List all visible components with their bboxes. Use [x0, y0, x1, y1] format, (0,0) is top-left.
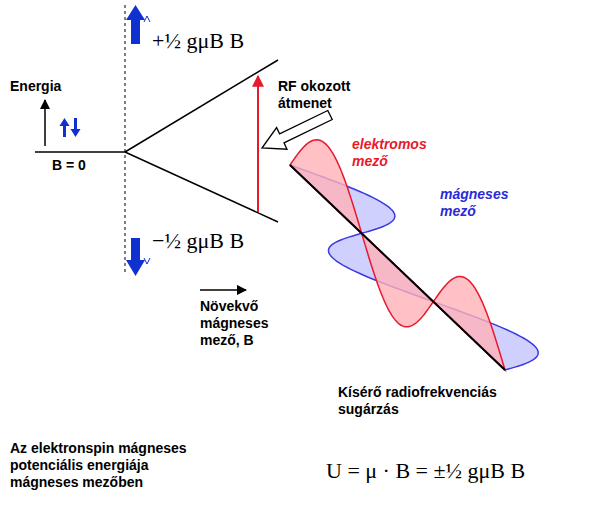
field-label: mágneses mező	[440, 186, 540, 220]
zero-field-level	[35, 151, 125, 153]
axis-label: Energia	[10, 78, 61, 95]
energy-formula: U = μ · B = ±½ gμB B	[326, 458, 525, 484]
spin-up-head	[60, 118, 70, 126]
energy-formula: +½ gμB B	[152, 28, 244, 54]
energy-formula: −½ gμB B	[152, 228, 244, 254]
upper-level	[125, 60, 278, 152]
spin-up-head	[126, 5, 145, 20]
spin-down-head	[71, 129, 81, 137]
rf-transition-arrow	[257, 76, 259, 212]
spin-tick	[144, 16, 150, 22]
field-direction-arrow	[200, 289, 246, 291]
spin-up-arrow	[126, 5, 150, 44]
axis-label: Növekvő mágneses mező, B	[200, 298, 292, 348]
field-label: elektromos mező	[352, 136, 452, 170]
transition-label: RF okozott átmenet	[278, 78, 388, 112]
spin-down-shaft	[131, 238, 140, 262]
spin-down-head	[126, 260, 145, 276]
spin-tick	[144, 258, 150, 264]
electric-field-wave	[290, 140, 505, 370]
caption-note: Az elektronspin mágneses potenciális ene…	[10, 440, 215, 490]
dashed-divider	[124, 5, 126, 272]
spin-pair	[60, 118, 81, 137]
wave-label: Kísérő radiofrekvenciás sugárzás	[338, 384, 538, 418]
spin-up-shaft	[131, 18, 140, 44]
em-wave	[290, 140, 538, 370]
spin-down-arrow	[126, 238, 150, 276]
condition-label: B = 0	[52, 157, 86, 174]
lower-level	[125, 152, 278, 222]
energy-axis	[44, 100, 46, 146]
